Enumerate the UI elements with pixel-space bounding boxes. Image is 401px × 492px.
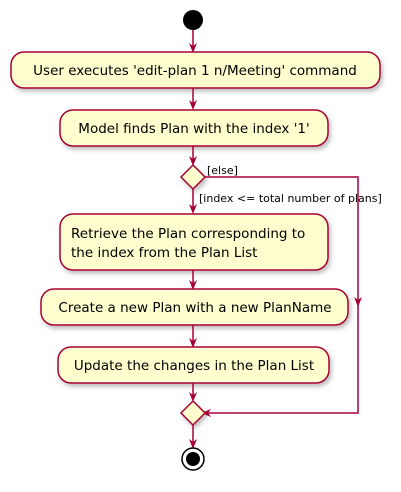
arrow-else-to-merge (201, 302, 359, 417)
activity-create-plan: Create a new Plan with a new PlanName (40, 288, 349, 326)
activity-user-executes-label: User executes 'edit-plan 1 n/Meeting' co… (33, 63, 357, 79)
activity-update-changes-label: Update the changes in the Plan List (74, 358, 314, 374)
end-node (181, 447, 205, 471)
activity-model-finds: Model finds Plan with the index '1' (59, 109, 329, 147)
guard-condition-label: [index <= total number of plans] (199, 192, 382, 205)
activity-retrieve-plan-line1: Retrieve the Plan corresponding to (71, 226, 305, 242)
arrow-else-branch (205, 176, 362, 307)
activity-create-plan-label: Create a new Plan with a new PlanName (58, 300, 331, 316)
guard-else-label: [else] (207, 164, 238, 177)
activity-retrieve-plan: Retrieve the Plan corresponding to the i… (59, 213, 329, 271)
activity-update-changes: Update the changes in the Plan List (57, 346, 330, 384)
merge-diamond (179, 399, 207, 427)
activity-retrieve-plan-line2: the index from the Plan List (71, 245, 257, 261)
activity-user-executes: User executes 'edit-plan 1 n/Meeting' co… (10, 51, 381, 89)
decision-diamond (179, 163, 207, 191)
activity-model-finds-label: Model finds Plan with the index '1' (78, 121, 309, 137)
start-node (183, 10, 203, 30)
